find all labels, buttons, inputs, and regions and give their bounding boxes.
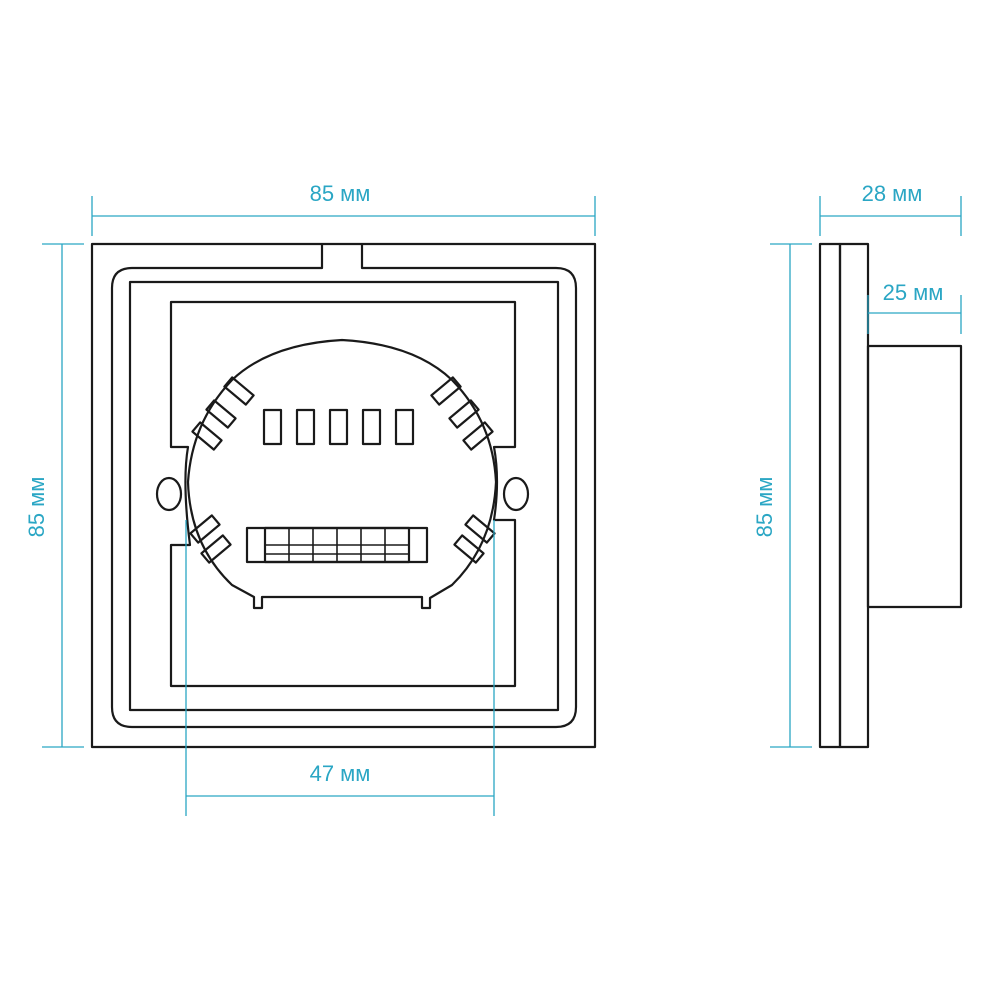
mount-hole-right bbox=[502, 476, 530, 512]
contact-slot bbox=[295, 408, 316, 446]
mechanism-round-body bbox=[186, 338, 498, 610]
mount-hole-left bbox=[155, 476, 183, 512]
inner-plate bbox=[128, 280, 560, 712]
side-front-plate bbox=[818, 242, 842, 749]
front-view bbox=[90, 242, 597, 749]
side-body bbox=[866, 344, 963, 609]
dimension-label-side-height: 85 мм bbox=[752, 477, 777, 538]
outer-frame bbox=[90, 242, 597, 749]
dimension-side-depth-body: 25 мм bbox=[867, 280, 962, 334]
contact-slot bbox=[328, 408, 349, 446]
mechanism-housing bbox=[169, 300, 517, 688]
side-frame bbox=[838, 242, 870, 749]
dimension-label-mount-spacing: 47 мм bbox=[310, 761, 371, 786]
contact-slot bbox=[394, 408, 415, 446]
dimension-front-height: 85 мм bbox=[24, 243, 84, 748]
contact-slot bbox=[262, 408, 283, 446]
vent-slots-left bbox=[189, 376, 255, 564]
dimension-label-front-width: 85 мм bbox=[310, 181, 371, 206]
vent-slots-right bbox=[430, 376, 496, 564]
dimension-side-height: 85 мм bbox=[752, 243, 812, 748]
contact-slot bbox=[361, 408, 382, 446]
dimension-side-depth-total: 28 мм bbox=[819, 181, 962, 236]
dimension-mount-spacing: 47 мм bbox=[185, 520, 495, 816]
side-view bbox=[818, 242, 963, 749]
inner-frame bbox=[110, 244, 578, 729]
dimension-label-front-height: 85 мм bbox=[24, 477, 49, 538]
dimension-label-side-depth-body: 25 мм bbox=[883, 280, 944, 305]
terminal-block bbox=[245, 526, 429, 564]
dimension-front-width: 85 мм bbox=[91, 181, 596, 236]
dimension-label-side-depth-total: 28 мм bbox=[862, 181, 923, 206]
